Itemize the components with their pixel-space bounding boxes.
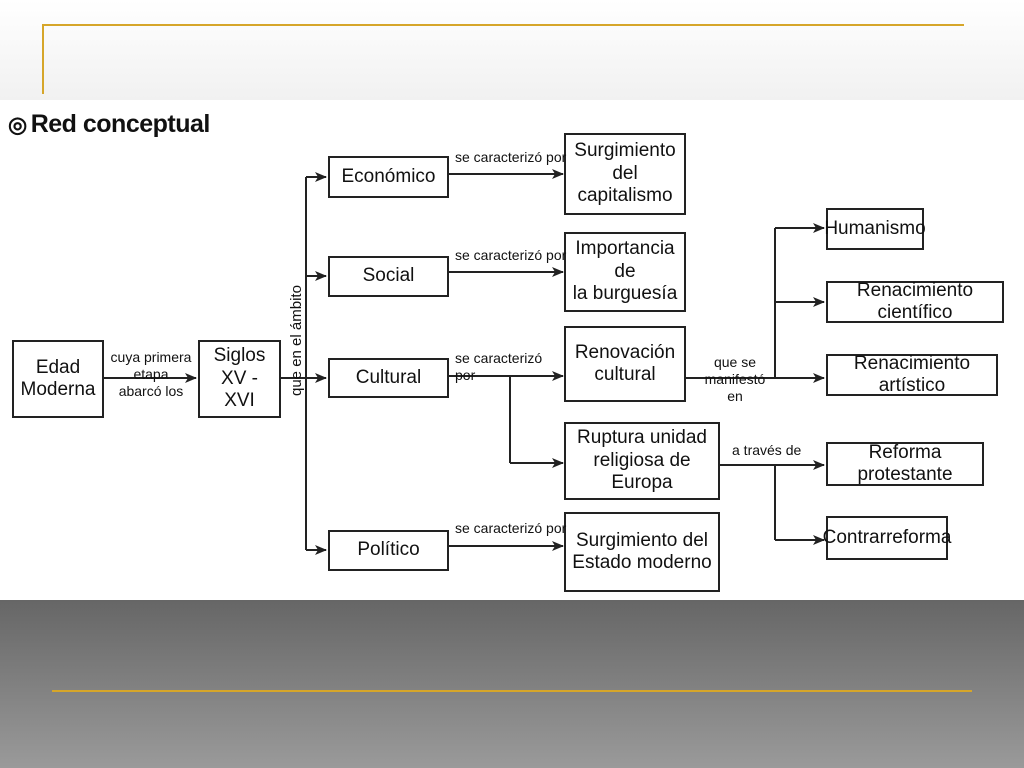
header-rule	[42, 24, 964, 26]
node-capitalismo: Surgimiento del capitalismo	[564, 133, 686, 215]
node-estado: Surgimiento del Estado moderno	[564, 512, 720, 592]
node-contrarreforma: Contrarreforma	[823, 516, 951, 560]
label-que-se-manifesto-en: que se manifestó en	[704, 354, 766, 404]
node-social: Social	[328, 256, 449, 297]
node-renacimiento-cientifico: Renacimiento científico	[826, 280, 1004, 323]
node-politico: Político	[328, 530, 449, 571]
header-rule-tick	[42, 24, 44, 94]
slide-header-band	[0, 0, 1024, 100]
label-cuya-primera-etapa: cuya primera etapa abarcó los	[110, 349, 192, 399]
label-a-traves-de: a través de	[732, 442, 802, 458]
slide-footer-band	[0, 600, 1024, 768]
node-humanismo: Humanismo	[824, 208, 926, 250]
label-se-caracterizo-social: se caracterizó por	[455, 247, 567, 263]
node-siglos: Siglos XV - XVI	[198, 340, 281, 418]
node-cultural: Cultural	[328, 358, 449, 398]
node-edad-moderna: Edad Moderna	[12, 340, 104, 418]
label-que-en-el-ambito: que en el ámbito	[288, 285, 305, 396]
target-icon: ◎	[8, 112, 27, 137]
diagram-title: ◎Red conceptual	[8, 110, 210, 139]
node-ruptura: Ruptura unidad religiosa de Europa	[564, 422, 720, 500]
node-renovacion: Renovación cultural	[564, 326, 686, 402]
node-renacimiento-artistico: Renacimiento artístico	[826, 353, 998, 396]
connector-lines	[104, 169, 825, 555]
label-se-caracterizo-cultural: se caracterizó por	[455, 350, 543, 383]
diagram-title-text: Red conceptual	[30, 110, 211, 138]
footer-rule	[52, 690, 972, 692]
concept-map: ◎Red conceptual Edad Moderna Siglos XV -…	[0, 100, 1024, 600]
label-se-caracterizo-politico: se caracterizó por	[455, 520, 567, 536]
node-economico: Económico	[328, 156, 449, 198]
label-se-caracterizo-economico: se caracterizó por	[455, 149, 567, 165]
node-reforma-protestante: Reforma protestante	[826, 442, 984, 486]
node-burguesia: Importancia de la burguesía	[564, 232, 686, 312]
